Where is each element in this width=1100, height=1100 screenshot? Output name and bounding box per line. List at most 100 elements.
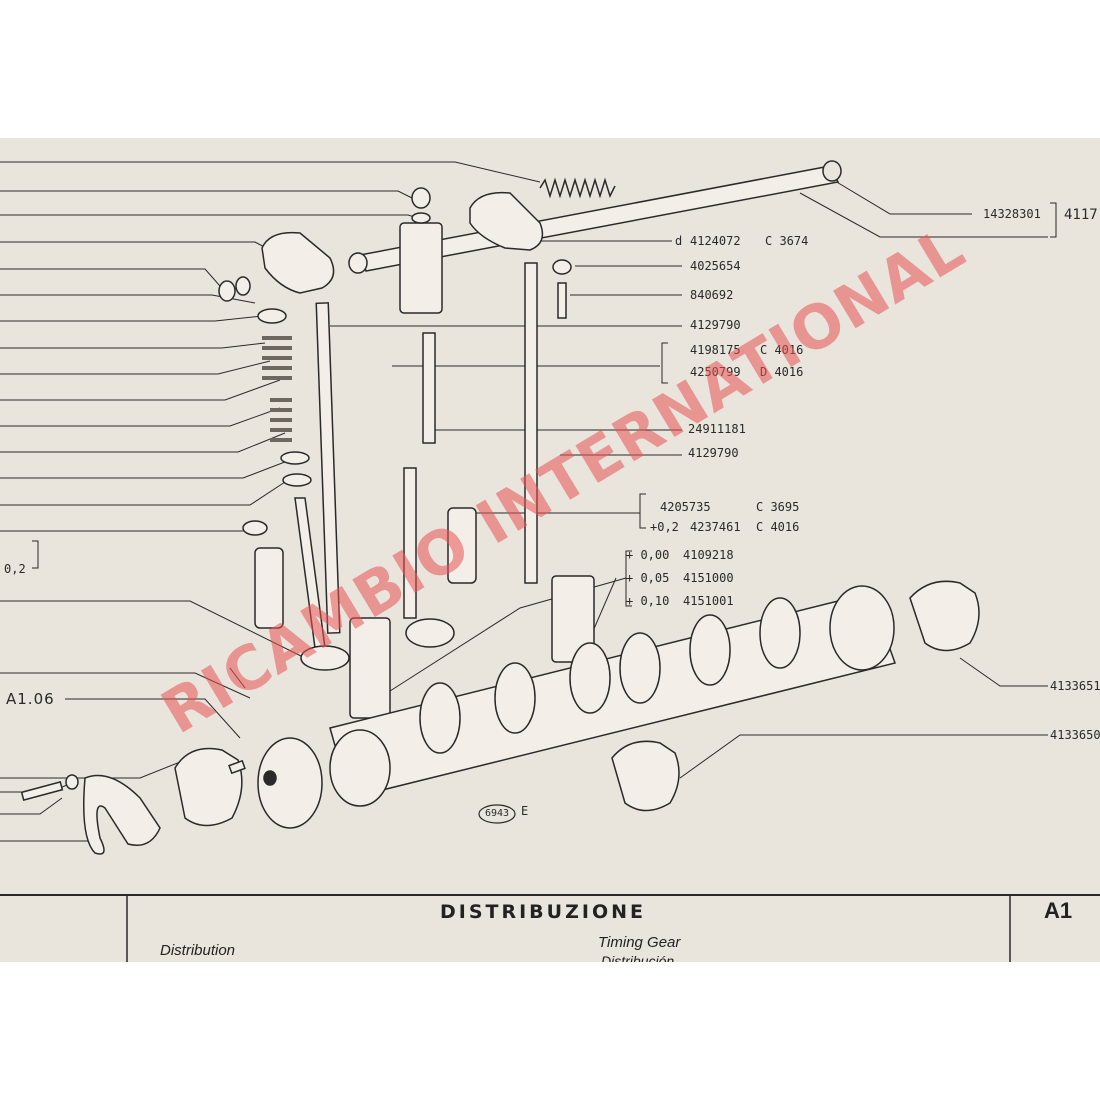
group-ref-label: A1.06	[6, 690, 55, 708]
leader-line	[0, 672, 251, 699]
circlip	[235, 276, 251, 296]
leader-line	[229, 667, 246, 689]
part-code: D 4016	[760, 365, 804, 379]
spring-seat	[280, 451, 310, 465]
figure-number: 6943	[485, 808, 510, 819]
part-number: 4237461	[690, 520, 741, 534]
cam-lobe	[619, 632, 661, 704]
valve-guide	[447, 507, 477, 584]
subtitle-english: Timing Gear	[598, 934, 681, 951]
adjuster-screw	[557, 282, 567, 319]
rocker-arm	[469, 191, 544, 251]
camshaft-assembly	[20, 580, 980, 855]
part-number: 4129790	[688, 446, 739, 460]
leader-line	[0, 481, 286, 506]
leader-line	[0, 214, 419, 219]
leader-line	[0, 525, 256, 532]
exploded-view-drawing	[0, 160, 1100, 962]
leader-line	[0, 797, 63, 815]
leader-line	[799, 192, 1048, 238]
gear	[329, 729, 391, 807]
cam-lobe	[494, 662, 536, 734]
spring-seat	[282, 473, 312, 487]
leader-line	[0, 360, 271, 375]
leader-line	[0, 432, 286, 453]
left-ref-label: 0,2	[4, 562, 26, 576]
part-number: 4133651	[1050, 679, 1100, 693]
part-number: 4129790	[690, 318, 741, 332]
push-rod	[315, 302, 341, 634]
part-prefix: d	[675, 234, 683, 248]
bracket	[32, 540, 39, 569]
rocker-arm	[261, 231, 335, 294]
cam-lobe	[689, 614, 731, 686]
push-rod	[524, 262, 538, 584]
cam-lobe	[419, 682, 461, 754]
part-oversize: + 0,10	[626, 594, 670, 608]
cam-journal	[829, 585, 895, 671]
leader-line	[0, 268, 221, 287]
part-number: 4124072	[690, 234, 741, 248]
valve-spring	[539, 177, 616, 199]
part-number: 4109218	[683, 548, 734, 562]
valve-spring	[262, 336, 292, 442]
part-oversize: +0,2	[650, 520, 679, 534]
part-code: C 3674	[765, 234, 809, 248]
cam-lobe	[569, 642, 611, 714]
leader-line	[0, 342, 266, 349]
leader-line	[0, 379, 281, 401]
part-number: 4151001	[683, 594, 734, 608]
stud	[422, 332, 436, 444]
leader-line	[0, 459, 291, 479]
sheet-code: A1	[1044, 898, 1073, 923]
part-number: 4117	[1064, 207, 1098, 223]
valve-guide	[254, 547, 284, 629]
pin	[228, 759, 246, 775]
part-oversize: + 0,00	[626, 548, 670, 562]
leader-line	[829, 177, 972, 215]
leader-line	[959, 657, 1048, 687]
gear-hub	[257, 737, 323, 829]
cam-bearing	[611, 740, 680, 812]
valve-head	[300, 645, 350, 671]
circlip	[218, 280, 236, 302]
leader-line	[0, 161, 541, 183]
part-code: C 4016	[760, 343, 804, 357]
leader-line	[0, 600, 306, 659]
subtitle-italian: Distribution	[160, 942, 236, 959]
subtitle-spanish: Distribución	[601, 953, 675, 962]
rocker-shaft-assembly	[218, 160, 842, 319]
thrust-plate	[83, 774, 161, 855]
part-code: C 3695	[756, 500, 800, 514]
leader-line	[0, 190, 413, 199]
spring-cap	[257, 308, 287, 324]
valve-assembly	[242, 262, 595, 719]
cam-bearing	[909, 580, 980, 652]
leader-line	[0, 241, 271, 251]
leader-line	[679, 734, 1048, 779]
shaft-bracket	[399, 222, 443, 314]
cam-lobe	[759, 597, 801, 669]
part-number: 4025654	[690, 259, 741, 273]
part-number: 14328301	[983, 207, 1041, 221]
washer	[65, 774, 79, 790]
valve-stem	[403, 467, 417, 619]
part-number: 4250799	[690, 365, 741, 379]
part-number: 4198175	[690, 343, 741, 357]
part-code: C 4016	[756, 520, 800, 534]
washer	[411, 212, 431, 224]
part-number: 840692	[690, 288, 734, 302]
sheet-title: DISTRIBUZIONE	[440, 901, 646, 923]
bracket	[661, 342, 668, 384]
leader-line	[0, 315, 263, 322]
part-number: 24911181	[688, 422, 746, 436]
cam-bearing	[174, 747, 243, 827]
part-oversize: + 0,05	[626, 571, 670, 585]
leader-line	[0, 407, 281, 427]
bracket	[1050, 202, 1057, 238]
part-number: 4151000	[683, 571, 734, 585]
nut	[411, 187, 431, 209]
figure-suffix: E	[521, 804, 529, 818]
adjuster-nut	[552, 259, 572, 275]
seal-ring	[242, 520, 268, 536]
